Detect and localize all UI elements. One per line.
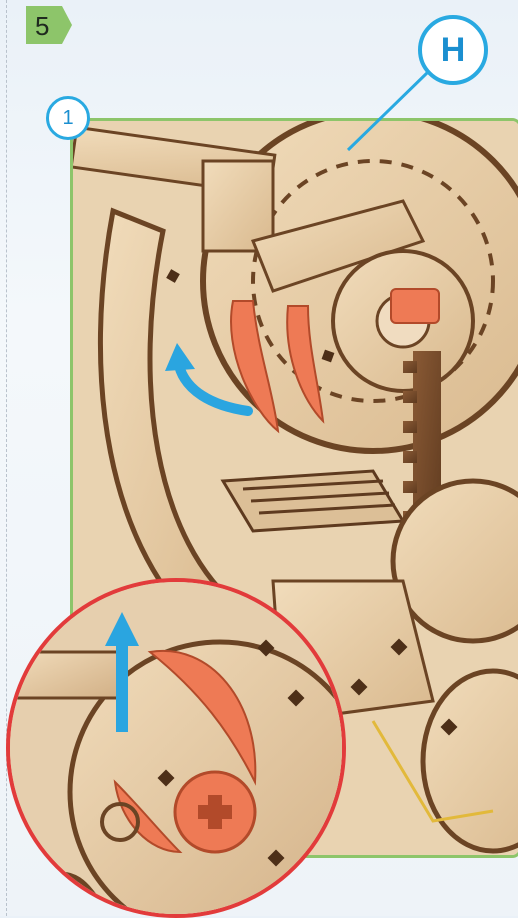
step-number: 5 bbox=[35, 11, 49, 42]
step-badge: 5 bbox=[26, 6, 72, 44]
detail-callout-1: 1 bbox=[46, 96, 90, 140]
part-callout-h: H bbox=[418, 15, 488, 85]
cut-line bbox=[6, 0, 7, 916]
zoom-detail bbox=[6, 578, 346, 918]
